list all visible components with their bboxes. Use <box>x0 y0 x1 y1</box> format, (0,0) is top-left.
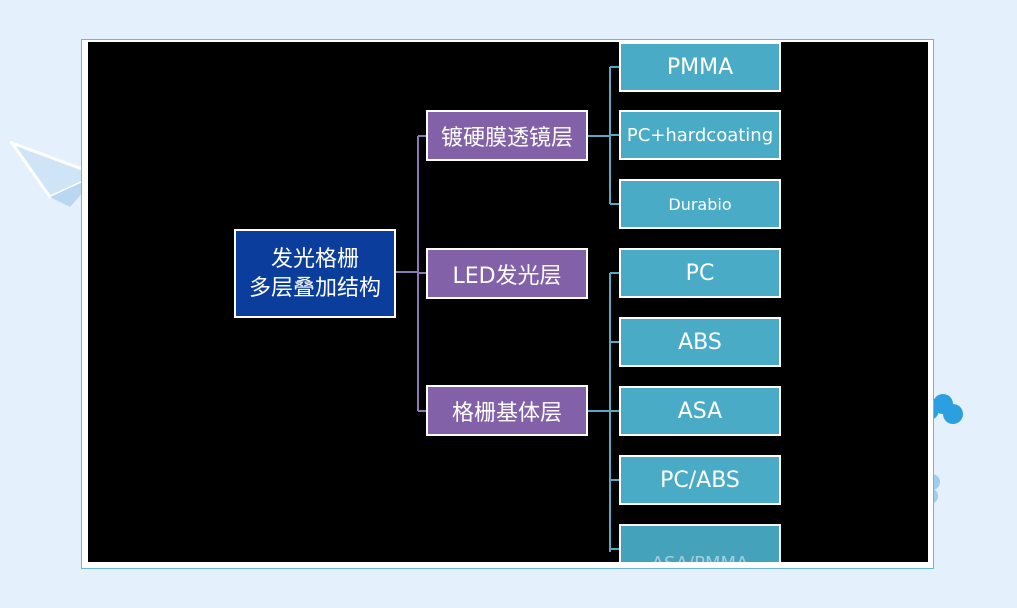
leaf-node-asa: ASA <box>619 386 781 436</box>
root-label-line-1: 发光格栅 <box>270 246 359 272</box>
root-label-line-2: 多层叠加结构 <box>248 275 381 301</box>
leaf-node-pc-abs: PC/ABS <box>619 455 781 505</box>
leaf-node-durabio: Durabio <box>619 179 781 229</box>
branch-node-led-layer: LED发光层 <box>426 248 588 299</box>
leaf-node-asa-pmma-label: ASA/PMMA <box>652 553 749 562</box>
branch-node-hardcoat-lens-layer: 镀硬膜透镜层 <box>426 110 588 161</box>
leaf-node-pmma: PMMA <box>619 42 781 92</box>
leaf-node-pc: PC <box>619 248 781 298</box>
leaf-node-pc-hardcoating: PC+hardcoating <box>619 110 781 160</box>
diagram-canvas: 发光格栅 多层叠加结构 镀硬膜透镜层 LED发光层 格栅基体层 PMMA PC+… <box>88 42 928 562</box>
root-node: 发光格栅 多层叠加结构 <box>234 229 396 318</box>
branch-node-grille-base-layer: 格栅基体层 <box>426 385 588 436</box>
leaf-node-abs: ABS <box>619 317 781 367</box>
tree-connectors <box>396 66 619 552</box>
leaf-node-asa-pmma: ASA/PMMA <box>619 524 781 562</box>
